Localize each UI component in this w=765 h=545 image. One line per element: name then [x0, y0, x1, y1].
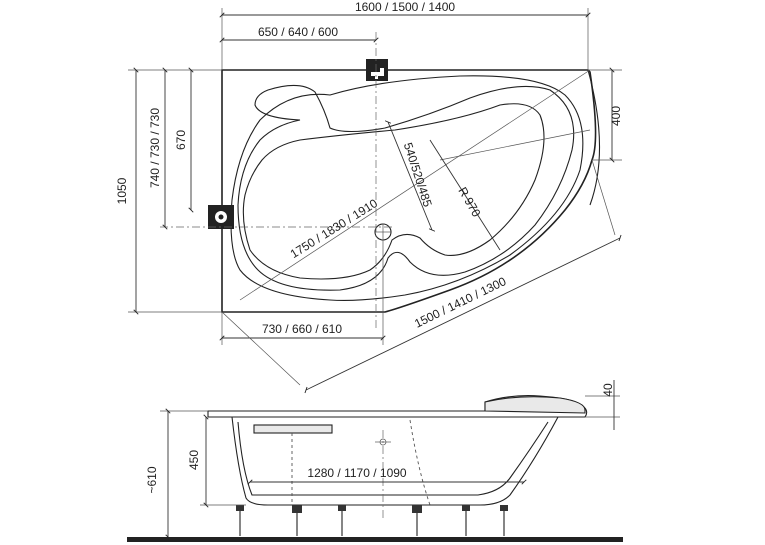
dim-outlet-height: 670	[174, 67, 194, 213]
tub-side-overflow	[253, 424, 333, 434]
dim-left-heights-label: 740 / 730 / 730	[148, 108, 162, 188]
tap-icon	[366, 59, 388, 81]
dim-total-height-label: 1050	[115, 177, 129, 204]
tub-rim-right	[587, 69, 601, 206]
dim-total-width-label: 1600 / 1500 / 1400	[355, 0, 455, 14]
floor-line	[127, 537, 623, 542]
tub-side-body	[231, 416, 559, 506]
dim-radius-label: R 970	[455, 185, 483, 220]
drain-icon	[374, 223, 392, 241]
dim-diagonal-label: 1500 / 1410 / 1300	[412, 274, 508, 331]
dim-total-width: 1600 / 1500 / 1400	[219, 0, 591, 70]
tub-legs	[236, 505, 508, 536]
dim-side-body-height-label: 450	[187, 450, 201, 470]
dim-radius: R 970	[429, 139, 501, 251]
dim-inner-length-label: 1750 / 1830 / 1910	[288, 196, 381, 261]
seat-guide	[439, 129, 591, 161]
side-view: ~610 450 40 1280 / 1170 / 1090	[127, 380, 623, 542]
dim-side-rim-height: 40	[585, 380, 620, 430]
dim-right-depth: 400	[588, 67, 623, 163]
dim-seat-width: 540/520/485	[384, 120, 436, 232]
tub-basin	[237, 84, 575, 291]
tub-side-drain	[375, 430, 391, 520]
dim-drain-offset: 650 / 640 / 600	[219, 25, 379, 43]
dim-bottom-offset-label: 730 / 660 / 610	[262, 322, 342, 336]
dim-side-inner-length: 1280 / 1170 / 1090	[247, 466, 527, 485]
tub-side-headrest	[484, 396, 586, 414]
dim-side-total-height: ~610	[145, 408, 208, 540]
dim-side-rim-height-label: 40	[601, 383, 615, 397]
dim-side-body-height: 450	[187, 414, 246, 508]
tub-side-inner-wall	[237, 421, 549, 496]
top-view: 1600 / 1500 / 1400 650 / 640 / 600 1050 …	[115, 0, 623, 394]
overflow-valve-icon	[208, 205, 234, 229]
dim-side-total-height-label: ~610	[145, 466, 159, 493]
dim-inner-length: 1750 / 1830 / 1910	[288, 196, 381, 261]
dim-outlet-height-label: 670	[174, 130, 188, 150]
dim-right-depth-label: 400	[609, 106, 623, 126]
dim-drain-offset-label: 650 / 640 / 600	[258, 25, 338, 39]
tub-side-hidden-line	[409, 419, 431, 506]
dim-side-inner-length-label: 1280 / 1170 / 1090	[307, 466, 407, 480]
dim-total-height: 1050	[115, 67, 222, 315]
dim-left-heights: 740 / 730 / 730	[148, 67, 168, 230]
